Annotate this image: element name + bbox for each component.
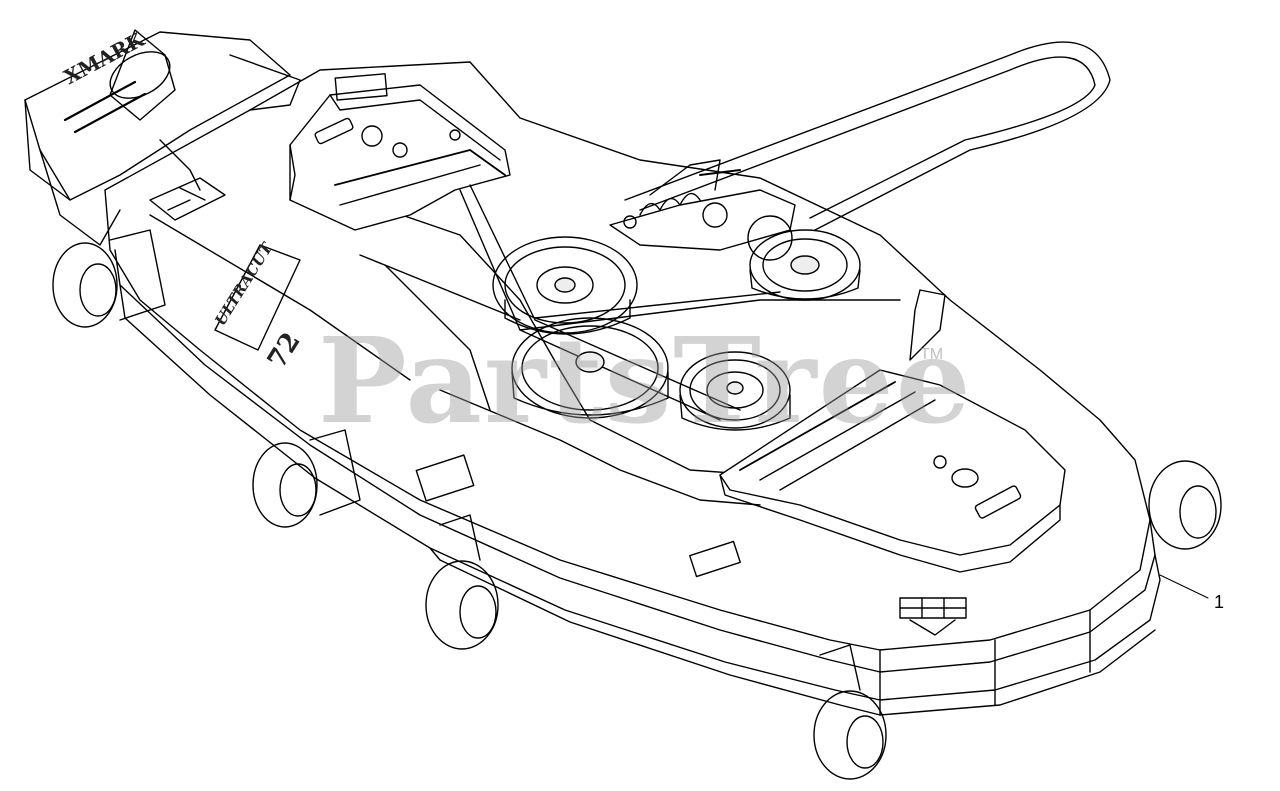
decal-grid-front xyxy=(899,597,967,636)
pulley-center-right xyxy=(679,351,791,431)
callout-label-1[interactable]: 1 xyxy=(1214,592,1225,612)
rear-housing xyxy=(24,29,301,246)
right-belt-cover xyxy=(719,289,1066,573)
decal-grid-left xyxy=(149,177,226,221)
left-belt-cover xyxy=(289,73,511,231)
watermark-trademark: TM xyxy=(920,346,944,363)
wheel-front-left xyxy=(425,514,499,650)
model-plate xyxy=(214,244,301,351)
wheel-front-center xyxy=(813,644,887,780)
drive-belt xyxy=(459,41,1111,421)
decal-warning-center xyxy=(415,454,741,578)
pulley-upper-left xyxy=(492,236,638,335)
pulley-center-large xyxy=(511,317,669,419)
pulley-upper-right xyxy=(749,229,861,301)
idler-arm xyxy=(609,159,796,261)
callout-leader-1 xyxy=(1159,574,1209,599)
wheel-mid-left xyxy=(252,429,361,528)
wheel-rear-left xyxy=(52,229,166,328)
deck-shell xyxy=(104,61,1161,716)
wheel-front-right xyxy=(1148,460,1222,550)
